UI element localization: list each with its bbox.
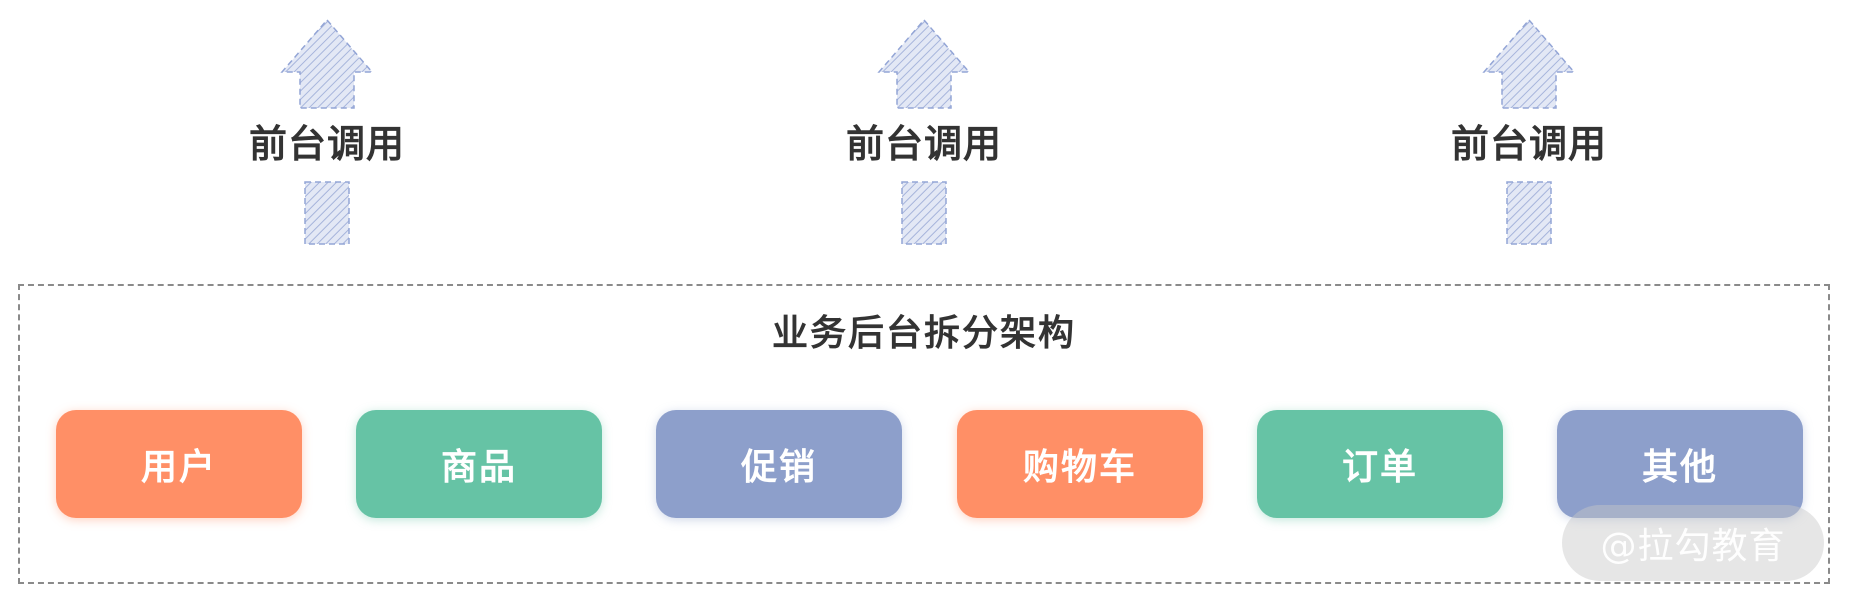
call-column-2: 前台调用 (846, 0, 1001, 250)
call-label: 前台调用 (1450, 122, 1607, 166)
call-label: 前台调用 (248, 122, 405, 166)
watermark: @拉勾教育 (1562, 505, 1824, 581)
call-column-1: 前台调用 (249, 0, 404, 250)
call-label: 前台调用 (845, 122, 1002, 166)
up-arrow-icon (1482, 18, 1576, 245)
module-cart: 购物车 (957, 410, 1203, 518)
backend-title: 业务后台拆分架构 (771, 313, 1076, 354)
module-user: 用户 (56, 410, 302, 518)
module-product: 商品 (356, 410, 602, 518)
module-other: 其他 (1557, 410, 1803, 518)
module-order: 订单 (1257, 410, 1503, 518)
backend-architecture-box: 业务后台拆分架构 用户 商品 促销 购物车 订单 其他 (18, 284, 1830, 584)
up-arrow-icon (877, 18, 971, 245)
call-column-3: 前台调用 (1451, 0, 1606, 250)
up-arrow-icon (280, 18, 374, 245)
module-promotion: 促销 (656, 410, 902, 518)
